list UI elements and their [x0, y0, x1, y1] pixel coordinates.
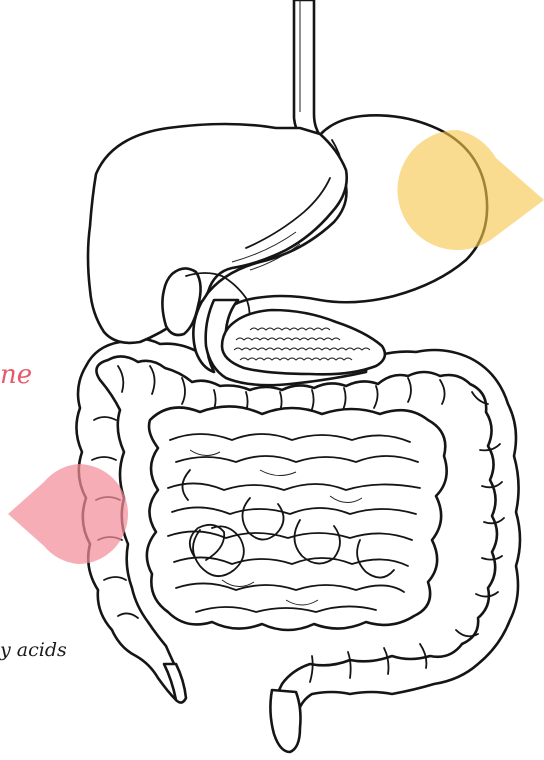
- pancreas: [222, 310, 385, 374]
- colon-marker: [8, 464, 128, 564]
- esophagus: [294, 0, 326, 146]
- stomach-marker: [397, 130, 544, 250]
- small-intestine: [147, 406, 447, 630]
- cut-off-label-acids: y acids: [0, 641, 67, 660]
- rectum: [270, 690, 300, 752]
- cut-off-label-red: ne: [0, 362, 32, 388]
